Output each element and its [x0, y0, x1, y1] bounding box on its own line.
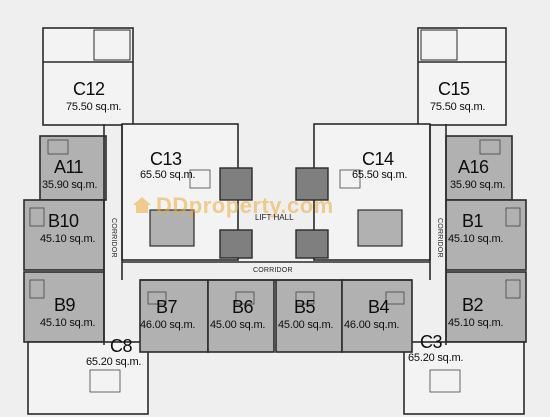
unit-c14-name: C14: [362, 149, 394, 169]
unit-a11-area: 35.90 sq.m.: [42, 179, 98, 191]
unit-c12-area: 75.50 sq.m.: [66, 101, 122, 113]
unit-b6-area: 45.00 sq.m.: [210, 319, 266, 331]
unit-c13-area: 65.50 sq.m.: [140, 169, 196, 181]
unit-b1-area: 45.10 sq.m.: [448, 233, 504, 245]
corridor-label-left: CORRIDOR: [110, 218, 117, 258]
unit-a16-name: A16: [458, 157, 489, 177]
corridor-label-center: CORRIDOR: [253, 267, 293, 274]
unit-c13-name: C13: [150, 149, 182, 169]
unit-c8-name: C8: [110, 336, 133, 356]
unit-c15-area: 75.50 sq.m.: [430, 101, 486, 113]
unit-b6-name: B6: [232, 297, 254, 317]
unit-b2-area: 45.10 sq.m.: [448, 317, 504, 329]
unit-c3-area: 65.20 sq.m.: [408, 352, 464, 364]
unit-b10-area: 45.10 sq.m.: [40, 233, 96, 245]
house-logo-icon: [133, 197, 151, 213]
unit-b9-name: B9: [54, 295, 76, 315]
unit-b1-name: B1: [462, 211, 484, 231]
unit-a16-area: 35.90 sq.m.: [450, 179, 506, 191]
corridor-label-right: CORRIDOR: [436, 218, 443, 258]
watermark-text: DDproperty.com: [156, 193, 334, 218]
unit-c12-name: C12: [73, 79, 105, 99]
unit-c14-area: 65.50 sq.m.: [352, 169, 408, 181]
unit-c8-area: 65.20 sq.m.: [86, 356, 142, 368]
unit-b4-area: 46.00 sq.m.: [344, 319, 400, 331]
unit-b10-name: B10: [48, 211, 79, 231]
unit-b7-area: 46.00 sq.m.: [140, 319, 196, 331]
unit-b9-area: 45.10 sq.m.: [40, 317, 96, 329]
unit-b2-name: B2: [462, 295, 484, 315]
unit-b5-area: 45.00 sq.m.: [278, 319, 334, 331]
unit-c15-name: C15: [438, 79, 470, 99]
unit-c3-name: C3: [420, 332, 443, 352]
lift-hall-label: LIFT HALL: [255, 213, 294, 222]
unit-b5-name: B5: [294, 297, 316, 317]
unit-b7-name: B7: [156, 297, 178, 317]
unit-a11-name: A11: [54, 157, 84, 177]
unit-b4-name: B4: [368, 297, 390, 317]
